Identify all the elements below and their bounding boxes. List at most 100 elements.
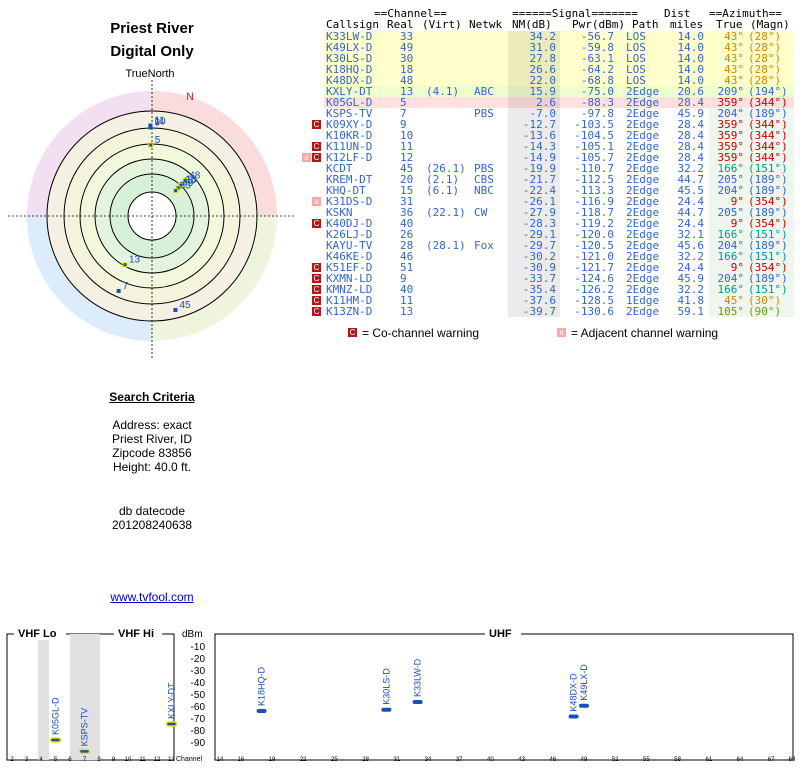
- vhf-channel-tick: 7: [83, 757, 87, 763]
- cell-path: LOS: [626, 41, 646, 54]
- cell-true: 43°: [724, 41, 744, 54]
- cell-true: 204°: [717, 107, 745, 120]
- cell-dist: 24.4: [677, 217, 705, 230]
- spectrum-frames: [6, 628, 794, 761]
- cell-real: 40: [400, 283, 414, 296]
- cell-pwr: -130.6: [574, 305, 614, 318]
- station-channel-label: 13: [129, 255, 141, 266]
- criteria-height: Height: 40.0 ft.: [112, 460, 192, 474]
- azimuth-column-shade: [709, 229, 794, 240]
- uhf-channel-tick: 49: [581, 757, 588, 763]
- cell-call: K33LW-D: [326, 30, 373, 43]
- spectrum-station-bar: [165, 721, 178, 727]
- spectrum-station-bar: [256, 709, 267, 714]
- spectrum-station-bar: [568, 714, 579, 719]
- azimuth-column-shade: [709, 306, 794, 317]
- cell-magn: (151°): [748, 283, 788, 296]
- cell-pwr: -75.0: [580, 85, 614, 98]
- nm-column-shade: [508, 75, 560, 86]
- nm-column-shade: [508, 108, 560, 119]
- cell-true: 9°: [730, 217, 744, 230]
- vhf-channel-tick: 12: [154, 757, 161, 763]
- cell-nm: -12.7: [522, 118, 556, 131]
- cell-magn: (189°): [748, 184, 788, 197]
- cell-net: Fox: [474, 239, 494, 252]
- uhf-channel-tick: 43: [518, 757, 525, 763]
- cell-real: 30: [400, 52, 414, 65]
- cell-path: 2Edge: [626, 206, 660, 219]
- header-dist: Dist: [664, 7, 691, 20]
- page-subtitle: Digital Only: [110, 43, 194, 60]
- cell-true: 166°: [717, 162, 745, 175]
- nm-column-shade: [508, 64, 560, 75]
- station-marker: [182, 177, 188, 183]
- cell-dist: 41.8: [677, 294, 705, 307]
- cell-magn: (344°): [748, 96, 788, 109]
- vhf-channel-tick: 9: [112, 757, 116, 763]
- cell-true: 205°: [717, 206, 745, 219]
- cell-dist: 45.6: [677, 239, 705, 252]
- uhf-channel-tick: 52: [612, 757, 619, 763]
- cell-real: 48: [400, 74, 414, 87]
- nm-column-shade: [508, 42, 560, 53]
- cell-true: 9°: [730, 195, 744, 208]
- nm-column-shade: [508, 86, 560, 97]
- cell-real: 51: [400, 261, 414, 274]
- azimuth-column-shade: [709, 53, 794, 64]
- row-background: [324, 97, 794, 108]
- cell-call: K51EF-D: [326, 261, 373, 274]
- uhf-channel-tick: 25: [331, 757, 338, 763]
- cell-virt: (22.1): [426, 206, 466, 219]
- cell-path: 2Edge: [626, 118, 660, 131]
- cell-nm: -29.1: [522, 228, 556, 241]
- cell-magn: (28°): [748, 41, 782, 54]
- nm-column-shade: [508, 31, 560, 42]
- azimuth-column-shade: [709, 141, 794, 152]
- col-true: True: [716, 18, 743, 31]
- cell-path: 2Edge: [626, 129, 660, 142]
- vhf-hi-label: VHF Hi: [118, 628, 154, 640]
- cell-real: 28: [400, 239, 414, 252]
- cell-call: K11HM-D: [326, 294, 373, 307]
- cell-call: K30LS-D: [326, 52, 373, 65]
- tvfool-link[interactable]: www.tvfool.com: [110, 590, 194, 604]
- nm-column-shade: [508, 306, 560, 317]
- nm-column-shade: [508, 295, 560, 306]
- station-channel-label: 49: [182, 178, 194, 189]
- dbm-tick-label: -90: [191, 738, 206, 749]
- cell-real: 40: [400, 217, 414, 230]
- row-background: [324, 262, 794, 273]
- cell-call: KHQ-DT: [326, 184, 366, 197]
- cell-true: 209°: [717, 85, 745, 98]
- adjacent-channel-text: = Adjacent channel warning: [571, 326, 719, 340]
- cell-path: 2Edge: [626, 305, 660, 318]
- cell-magn: (151°): [748, 162, 788, 175]
- station-channel-label: 7: [123, 281, 129, 292]
